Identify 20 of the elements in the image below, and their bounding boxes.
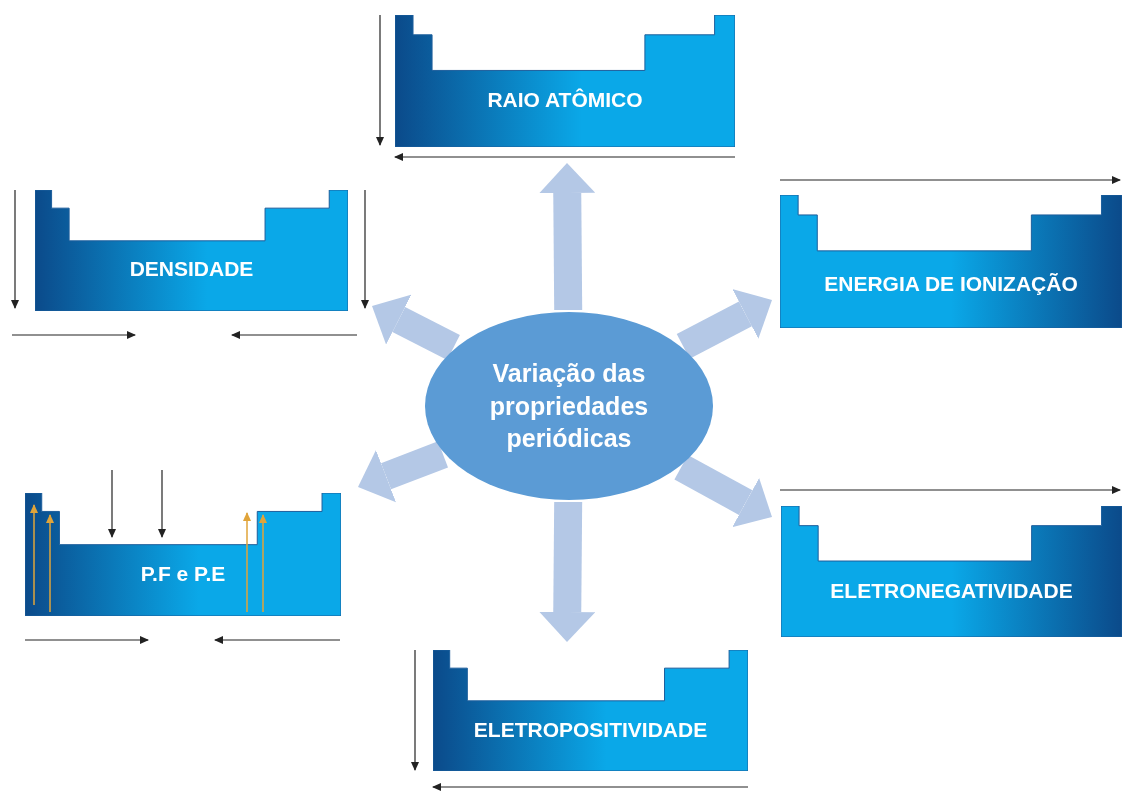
block-arrow (372, 294, 460, 360)
property-label: DENSIDADE (128, 256, 255, 281)
property-label: ENERGIA DE IONIZAÇÃO (823, 272, 1079, 297)
periodic-table-block (395, 15, 735, 147)
periodic-table-block (35, 190, 348, 311)
block-arrow (539, 163, 596, 311)
periodic-table-block (25, 493, 341, 616)
block-arrow (539, 501, 596, 642)
property-label: RAIO ATÔMICO (486, 87, 644, 112)
periodic-table-block (433, 650, 748, 771)
property-label: ELETRONEGATIVIDADE (829, 579, 1074, 604)
property-label: ELETROPOSITIVIDADE (472, 717, 709, 742)
periodic-table-block (780, 195, 1122, 328)
topic-ellipse (425, 312, 713, 500)
block-arrow (358, 441, 448, 503)
block-arrow (674, 455, 772, 528)
block-arrow (676, 289, 772, 359)
property-label: P.F e P.E (139, 561, 227, 586)
center-title: Variação das propriedades periódicas (488, 358, 650, 455)
periodic-table-block (781, 506, 1122, 637)
